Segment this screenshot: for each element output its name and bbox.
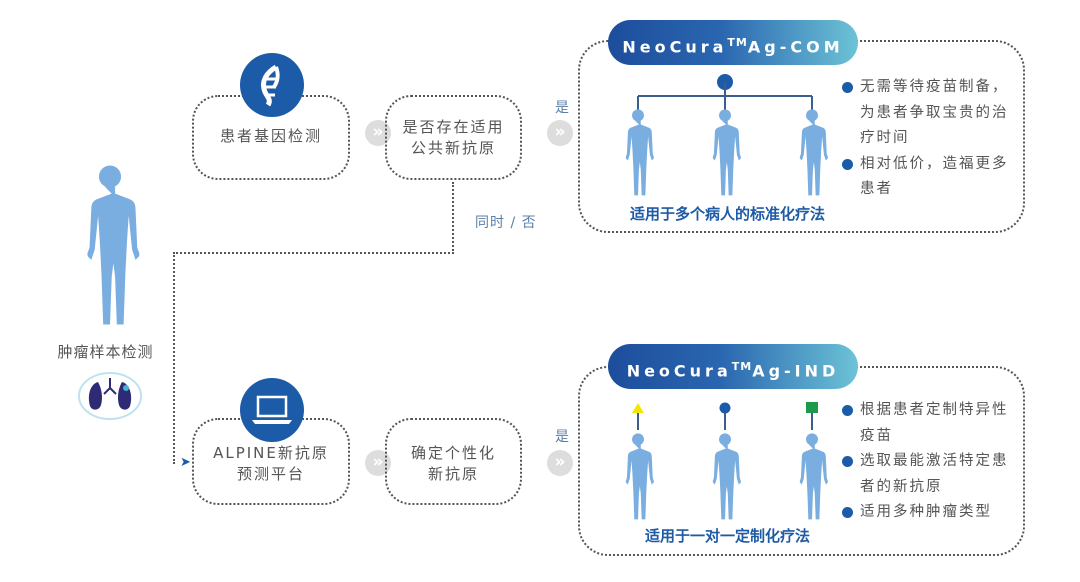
bullet-item: 根据患者定制特异性疫苗 (842, 398, 1017, 449)
triangle-marker-icon (632, 403, 644, 413)
brand: NeoCura (622, 37, 728, 57)
public-antigen-label: 是否存在适用公共新抗原 (385, 117, 522, 159)
tm: TM (727, 36, 748, 49)
product-suffix: Ag-IND (752, 361, 840, 381)
public-antigen-line2: 公共新抗原 (410, 139, 496, 157)
chevron-right-icon: » (547, 120, 573, 146)
personal-antigen-box (385, 418, 522, 505)
product-suffix: Ag-COM (747, 37, 844, 57)
yes-label: 是 (555, 429, 569, 445)
shared-antigen-connector (637, 74, 813, 110)
personal-antigen-line1: 确定个性化 (410, 444, 496, 462)
alpine-line1: ALPINE新抗原 (213, 444, 329, 462)
ag-ind-caption: 适用于一对一定制化疗法 (644, 527, 810, 545)
patient-figure (792, 108, 832, 200)
branch-label: 同时 / 否 (475, 215, 537, 231)
branch-connector (452, 182, 454, 254)
brand: NeoCura (626, 361, 732, 381)
patient-figure (72, 163, 148, 333)
tumor-sample-label: 肿瘤样本检测 (57, 343, 154, 361)
bullet-item: 无需等待疫苗制备，为患者争取宝贵的治疗时间 (842, 75, 1017, 152)
public-antigen-box (385, 95, 522, 180)
alpine-line2: 预测平台 (236, 465, 305, 483)
laptop-icon (240, 378, 304, 442)
ag-com-bullets: 无需等待疫苗制备，为患者争取宝贵的治疗时间 相对低价，造福更多患者 (842, 75, 1017, 203)
yes-label: 是 (555, 100, 569, 116)
branch-connector-h (173, 252, 454, 254)
bullet-item: 选取最能激活特定患者的新抗原 (842, 449, 1017, 500)
patient-figure (618, 432, 658, 524)
personal-antigen-label: 确定个性化新抗原 (385, 443, 522, 485)
personal-antigen-markers (632, 402, 818, 430)
public-antigen-line1: 是否存在适用 (402, 118, 505, 136)
bullet-item: 相对低价，造福更多患者 (842, 152, 1017, 203)
patient-figure (705, 108, 745, 200)
branch-connector-v (173, 252, 175, 464)
alpine-label: ALPINE新抗原预测平台 (192, 443, 350, 485)
patient-figure (618, 108, 658, 200)
arrow-right-icon: ➤ (180, 455, 191, 470)
lung-icon (78, 372, 142, 420)
ag-ind-bullets: 根据患者定制特异性疫苗 选取最能激活特定患者的新抗原 适用多种肿瘤类型 (842, 398, 1017, 526)
patient-figure (792, 432, 832, 524)
personal-antigen-line2: 新抗原 (427, 465, 479, 483)
square-marker-icon (806, 402, 818, 413)
bullet-item: 适用多种肿瘤类型 (842, 500, 1017, 526)
circle-marker-icon (719, 402, 731, 414)
gene-test-label: 患者基因检测 (219, 127, 322, 145)
dna-icon (240, 53, 304, 117)
tm: TM (731, 360, 753, 373)
chevron-right-icon: » (547, 450, 573, 476)
ag-ind-title: NeoCuraTMAg-IND (608, 344, 858, 389)
ag-com-caption: 适用于多个病人的标准化疗法 (629, 205, 825, 223)
ag-com-title: NeoCuraTMAg-COM (608, 20, 858, 65)
patient-figure (705, 432, 745, 524)
